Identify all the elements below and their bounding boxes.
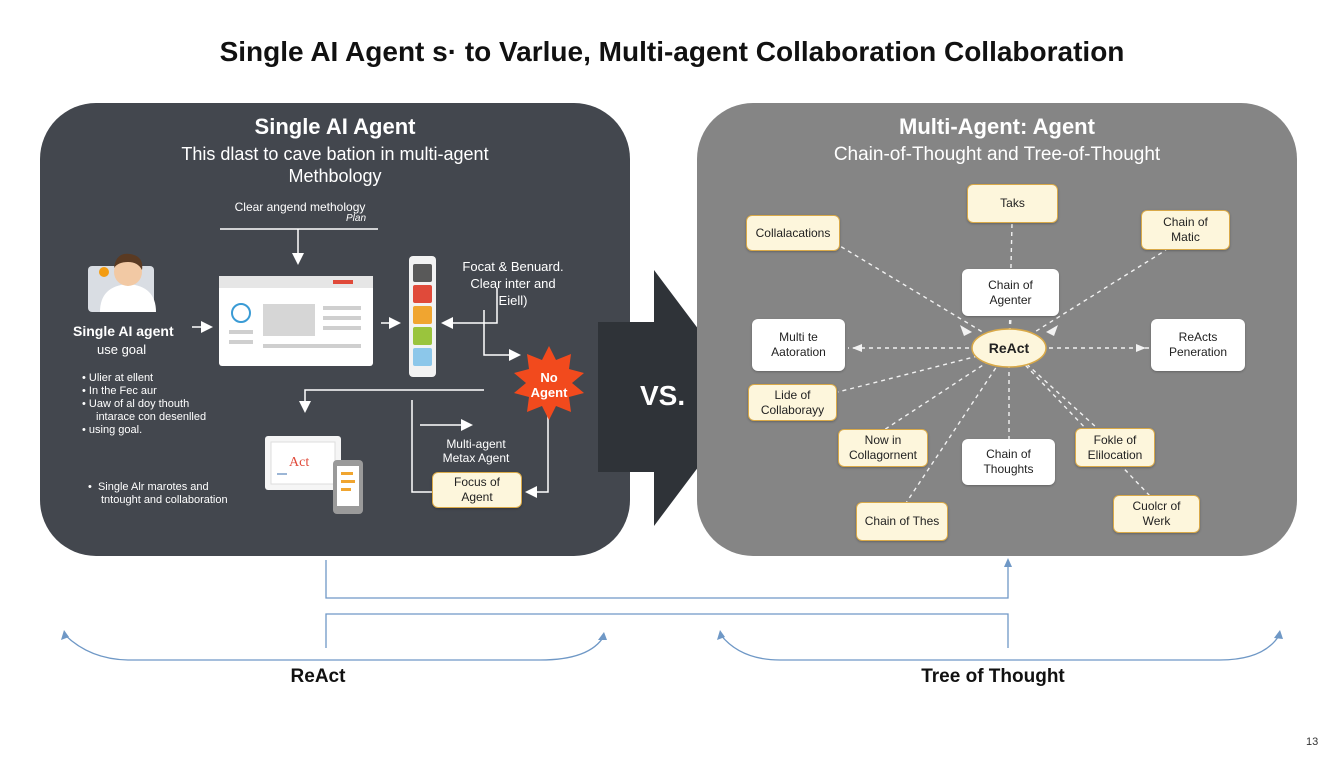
flow-label-line2: Plan: [346, 213, 367, 224]
node-cuolcr-of-werk: Cuolcr of Werk: [1113, 495, 1200, 533]
focus-of-agent-box: Focus of Agent: [432, 472, 522, 508]
vs-arrow: [598, 270, 750, 526]
multi-agent-heading: Multi-Agent: Agent: [899, 114, 1095, 139]
bottom-bullet-line1: • Single Alr marotes and: [88, 481, 209, 493]
bullet-item: • Uaw of al doy thouth: [82, 398, 190, 410]
page-title: Single AI Agent s· to Varlue, Multi-agen…: [219, 36, 1125, 67]
react-center-label: ReAct: [988, 340, 1030, 356]
bullet-text: intarace con desenlled: [96, 411, 207, 423]
no-agent-badge-text: No Agent: [514, 370, 584, 400]
page-number: 13: [1306, 736, 1319, 748]
node-react-peneration: ReActs Peneration: [1151, 319, 1245, 371]
single-agent-heading: Single AI Agent: [254, 114, 416, 139]
palette-swatch: [413, 285, 432, 303]
focus-note-line3: Eiell): [498, 293, 528, 308]
focus-note: Focat & Benuard. Clear inter and Eiell): [448, 258, 578, 309]
bullet-text: Ulier at ellent: [88, 372, 154, 384]
node-now-in-collagornent: Now in Collagornent: [838, 429, 928, 467]
palette-swatch: [413, 264, 432, 282]
focus-note-line2: Clear inter and: [470, 276, 556, 291]
bottom-bullet-line2: tntought and collaboration: [101, 494, 228, 506]
person-avatar-icon: [88, 253, 156, 312]
bullet-item: • In the Fec aur: [82, 385, 157, 397]
agent-label-line2: use goal: [97, 342, 147, 357]
node-collaborations: Collalacations: [746, 215, 840, 251]
badge-line2: Agent: [530, 385, 568, 400]
bullet-text: In the Fec aur: [88, 385, 157, 397]
palette-swatch: [413, 348, 432, 366]
bullet-item: intarace con desenlled: [82, 411, 206, 424]
bullet-item: • Ulier at ellent: [82, 372, 154, 384]
tree-of-thought-bottom-label: Tree of Thought: [921, 666, 1065, 687]
bullet-text: Uaw of al doy thouth: [88, 398, 190, 410]
multi-agent-subtitle: Chain-of-Thought and Tree-of-Thought: [833, 144, 1161, 165]
node-chain-of-agenter: Chain of Agenter: [962, 269, 1059, 316]
node-chain-of-thoughts: Chain of Thoughts: [962, 439, 1055, 485]
react-bottom-label: ReAct: [290, 666, 346, 687]
multi-agent-label-line1: Multi-agent: [446, 437, 506, 451]
left-bullet-list: • Ulier at ellent• In the Fec aur• Uaw o…: [82, 372, 206, 437]
node-multi-automation: Multi te Aatoration: [752, 319, 845, 371]
color-palette-phone-icon: [409, 256, 436, 377]
vs-label: VS.: [640, 380, 686, 411]
tablet-icon: [333, 460, 363, 514]
agent-label-line1: Single AI agent: [73, 323, 174, 339]
palette-swatch: [413, 306, 432, 324]
single-agent-subtitle-line1: This dlast to cave bation in multi-agent: [181, 144, 489, 164]
badge-line1: No: [540, 370, 558, 385]
multi-agent-label: Multi-agent Metax Agent: [428, 437, 524, 465]
bullet-item: • using goal.: [82, 424, 143, 436]
flow-label-line1: Clear angend methology: [234, 200, 366, 214]
node-fokle-of-elilocation: Fokle of Elilocation: [1075, 428, 1155, 467]
node-lide-of-collaboration: Lide of Collaborayy: [748, 384, 837, 421]
react-center-node: [971, 328, 1047, 368]
single-agent-subtitle-line2: Methbology: [288, 166, 382, 186]
palette-swatch: [413, 327, 432, 345]
node-talks: Taks: [967, 184, 1058, 223]
bullet-text: using goal.: [88, 424, 143, 436]
node-chain-of-thes: Chain of Thes: [856, 502, 948, 541]
focus-note-line1: Focat & Benuard.: [462, 259, 564, 274]
browser-window-icon: [219, 276, 373, 366]
react-card-text: Act: [289, 455, 310, 470]
no-agent-badge: [514, 346, 584, 420]
react-card-icon: [265, 436, 341, 490]
node-chain-of-matic: Chain of Matic: [1141, 210, 1230, 250]
multi-agent-label-line2: Metax Agent: [442, 451, 510, 465]
